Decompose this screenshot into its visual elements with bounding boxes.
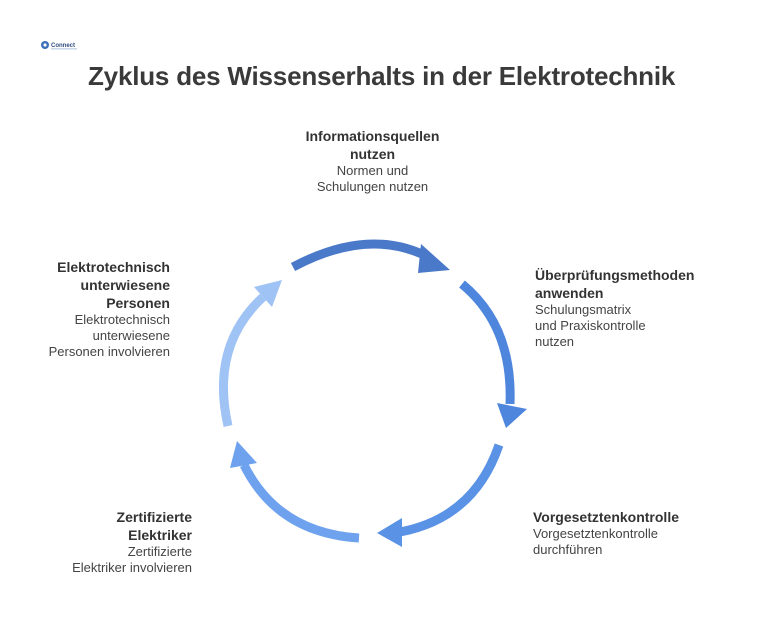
cycle-arrow-bottom-left xyxy=(239,462,360,543)
cycle-arrow-left xyxy=(218,293,267,427)
cycle-arrowhead-bottom-right xyxy=(377,518,402,547)
step-heading: Informationsquellen nutzen xyxy=(305,128,440,162)
step-description: Elektrotechnisch unterwiesene Personen i… xyxy=(48,312,170,359)
step-vorgesetztenkontrolle: Vorgesetztenkontrolle Vorgesetztenkontro… xyxy=(533,508,733,558)
company-logo: Connect xyxy=(41,41,77,50)
cycle-arrow-right xyxy=(459,280,515,405)
cycle-arrowhead-right xyxy=(497,403,527,428)
step-heading: Zertifizierte Elektriker xyxy=(116,509,192,543)
cycle-arrowhead-left xyxy=(254,280,282,307)
page-title: Zyklus des Wissenserhalts in der Elektro… xyxy=(88,61,676,91)
step-description: Normen und Schulungen nutzen xyxy=(316,163,429,194)
step-heading: Elektrotechnisch unterwiesene Personen xyxy=(57,259,170,311)
step-description: Vorgesetztenkontrolle durchführen xyxy=(533,526,659,557)
step-informationsquellen: Informationsquellen nutzen Normen und Sc… xyxy=(285,127,460,195)
step-description: Zertifizierte Elektriker involvieren xyxy=(72,544,192,575)
step-heading: Vorgesetztenkontrolle xyxy=(533,509,679,525)
step-unterwiesene-personen: Elektrotechnisch unterwiesene Personen E… xyxy=(20,258,170,360)
step-ueberpruefungsmethoden: Überprüfungsmethoden anwenden Schulungsm… xyxy=(535,266,745,350)
step-description: Schulungsmatrix und Praxiskontrolle nutz… xyxy=(535,302,646,349)
cycle-arrowhead-top xyxy=(418,244,450,273)
cycle-arrow-top xyxy=(290,239,433,271)
step-zertifizierte-elektriker: Zertifizierte Elektriker Zertifizierte E… xyxy=(40,508,192,576)
cycle-arrowhead-bottom-left xyxy=(230,441,257,468)
step-heading: Überprüfungsmethoden anwenden xyxy=(535,267,695,301)
cycle-arrow-bottom-right xyxy=(399,443,504,537)
logo-text: Connect xyxy=(51,43,75,49)
